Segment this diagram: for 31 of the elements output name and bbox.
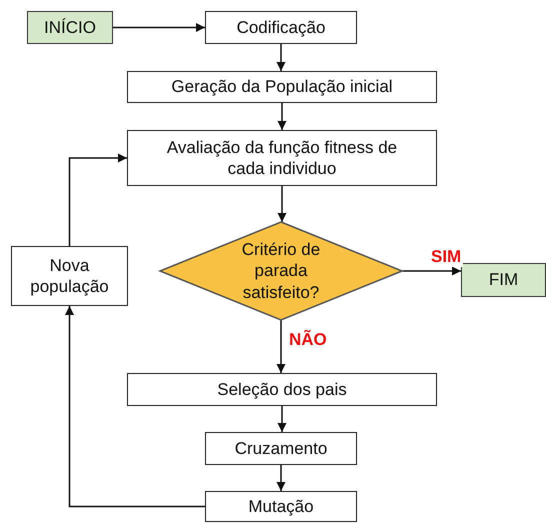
process-box xyxy=(11,246,128,306)
process-box xyxy=(205,491,357,522)
node-label: Seleção dos pais xyxy=(216,378,348,400)
arrow xyxy=(113,23,205,32)
arrow xyxy=(402,266,461,276)
node-label: Cruzamento xyxy=(234,438,328,460)
arrow xyxy=(278,186,286,222)
node-label: Critério de parada satisfeito? xyxy=(240,239,322,303)
node-label: Mutação xyxy=(247,496,315,518)
process-box xyxy=(127,71,437,103)
process-box xyxy=(127,130,437,186)
arrow xyxy=(65,306,205,508)
arrow xyxy=(276,465,286,491)
decision-diamond xyxy=(160,222,402,320)
arrow xyxy=(276,320,286,373)
node-label: Avaliação da função fitness de cada individuo xyxy=(166,136,398,180)
node-label: Geração da População inicial xyxy=(170,76,394,98)
terminal-box xyxy=(461,263,546,297)
edge-label: SIM xyxy=(429,247,464,267)
arrow xyxy=(276,44,286,71)
arrow xyxy=(278,406,286,432)
process-box xyxy=(127,373,437,406)
process-box xyxy=(205,432,357,465)
node-label: INÍCIO xyxy=(43,16,97,38)
arrow xyxy=(278,103,286,130)
node-label: FIM xyxy=(488,269,520,291)
terminal-box xyxy=(27,11,113,44)
process-box xyxy=(205,11,357,44)
node-label: Nova população xyxy=(29,254,110,298)
node-label: Codificação xyxy=(236,16,326,38)
arrow xyxy=(68,154,127,246)
